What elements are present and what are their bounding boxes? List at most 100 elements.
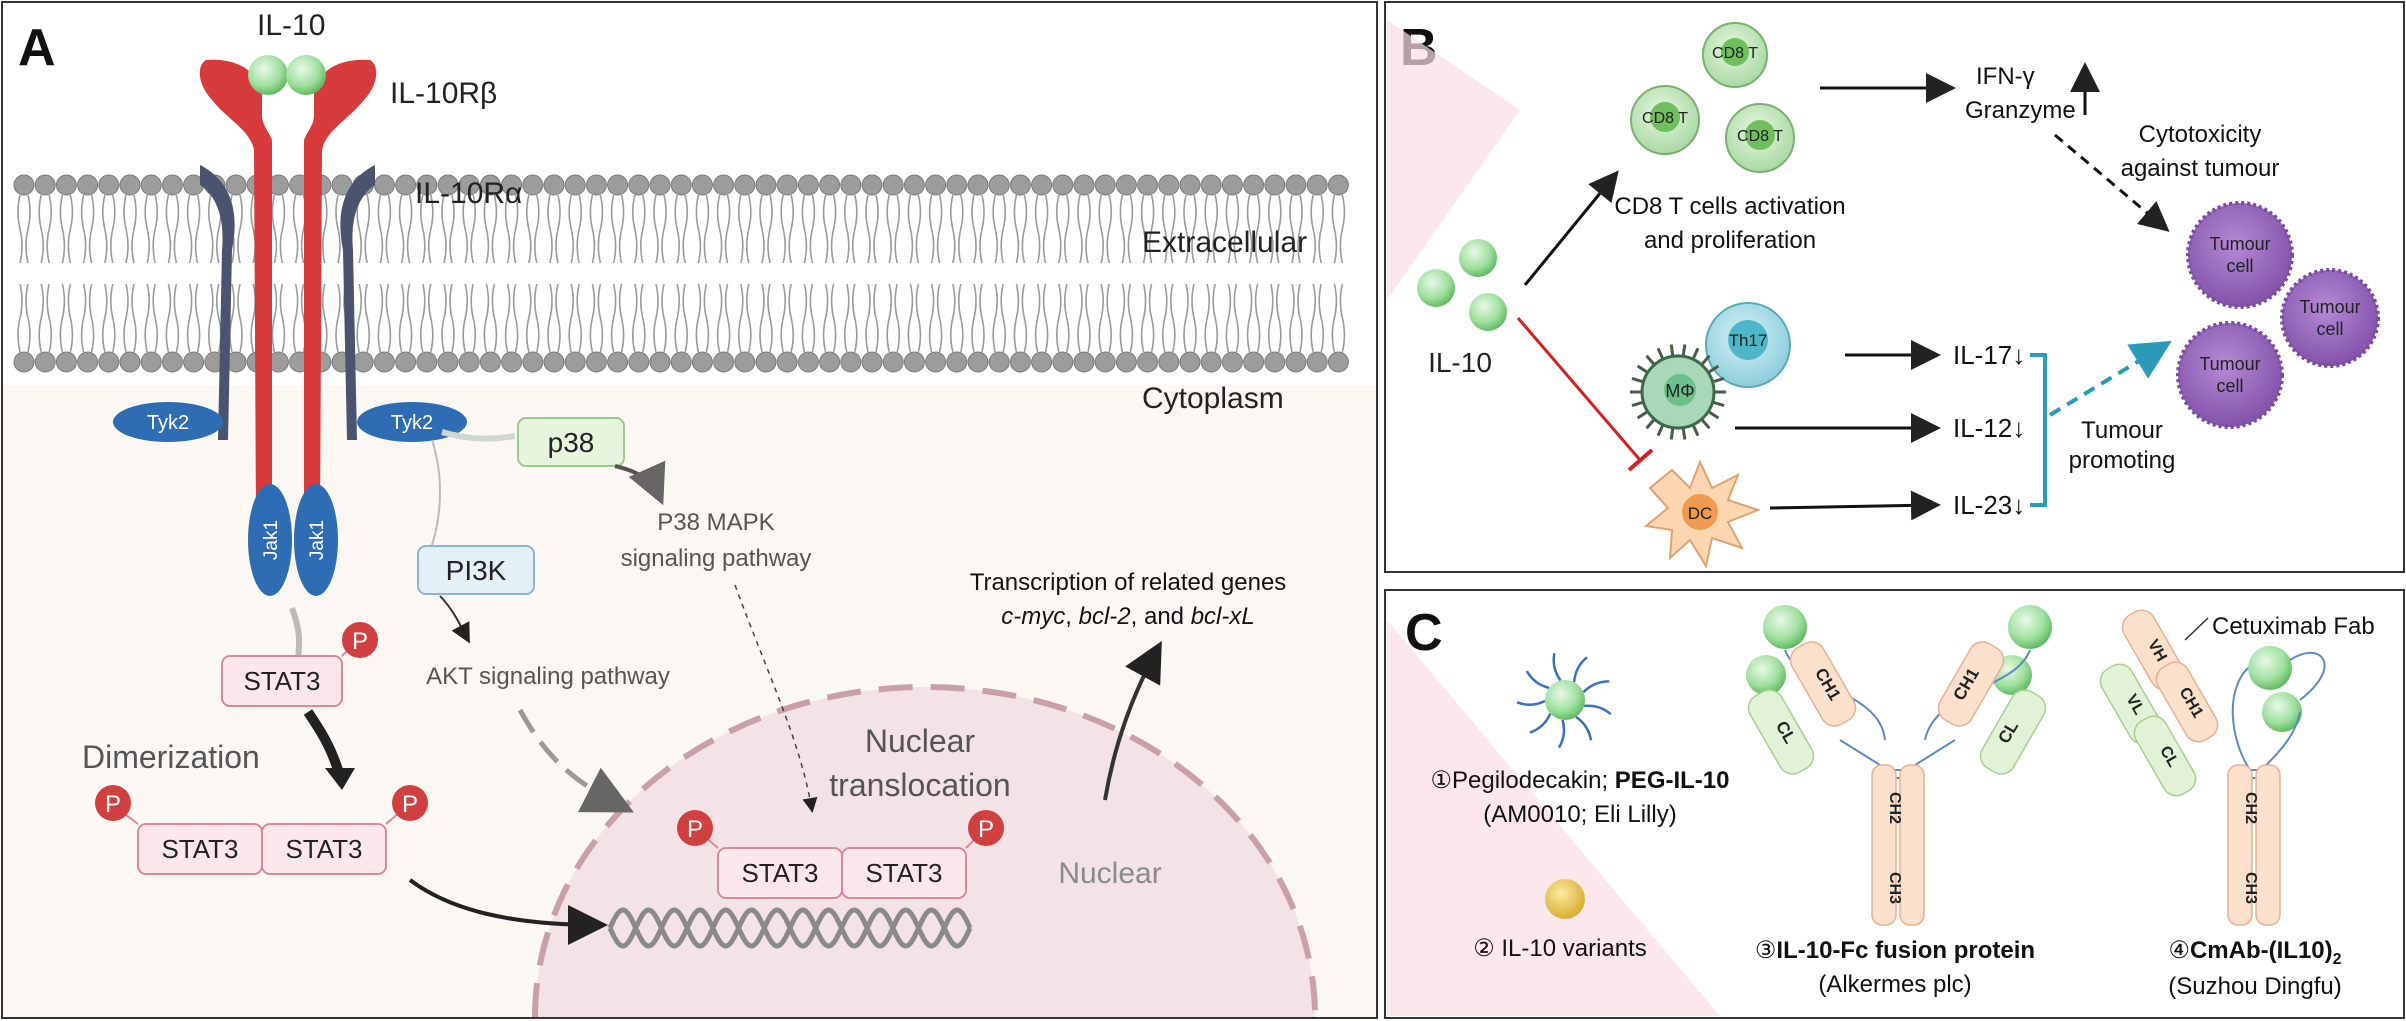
lipid-head	[734, 351, 756, 373]
lipid-tail	[1085, 283, 1091, 353]
lipid-head	[967, 351, 989, 373]
lipid-tail	[1148, 283, 1155, 353]
phospho-label: P	[105, 791, 121, 818]
lipid-head	[416, 351, 438, 373]
tumour-label-line2: cell	[2216, 376, 2243, 396]
lipid-tail	[271, 194, 278, 264]
lipid-tail	[1000, 194, 1006, 264]
lipid-tail	[88, 283, 95, 353]
tyk2-left	[113, 402, 223, 442]
tumour-cell: Tumour cell	[2176, 321, 2284, 429]
il10-cd8-arrow	[1523, 170, 1619, 286]
lipid-head	[1073, 351, 1095, 373]
lipid-tail	[767, 283, 773, 353]
phospho-label: P	[402, 791, 418, 818]
lipid-tail	[830, 283, 837, 353]
il10-fc-antibody: CL CH1 CL CH1 CH2 CH3	[1746, 605, 2052, 926]
lipid-tail	[1318, 194, 1324, 264]
il10-label: IL-10	[1428, 347, 1492, 378]
fc-bold-name: IL-10-Fc fusion protein	[1776, 937, 2035, 964]
lipid-head	[1306, 351, 1328, 373]
lipid-tail	[110, 194, 116, 264]
lipid-head	[564, 351, 586, 373]
lipid-tail	[237, 194, 243, 264]
lipid-tail	[17, 194, 23, 264]
lipid-tail	[364, 283, 370, 353]
gene-bcl2: bcl-2	[1079, 603, 1131, 630]
lipid-head	[140, 174, 162, 196]
panel-a: A Extracellular Cytoplasm IL-10 IL-10Rβ …	[1, 1, 1378, 1019]
lipid-tail	[186, 283, 193, 353]
cmab-bold-name: CmAb-(IL10)	[2190, 937, 2333, 964]
lipid-head	[713, 174, 735, 196]
item-number: ①	[1431, 767, 1453, 794]
tyk2-right-label: Tyk2	[391, 412, 433, 434]
lipid-tail	[194, 283, 201, 353]
lipid-head	[1221, 351, 1243, 373]
p38-label: p38	[548, 427, 595, 458]
lipid-tail	[279, 283, 286, 353]
lipid-head	[713, 351, 735, 373]
lipid-tail	[534, 194, 540, 264]
lipid-head	[819, 351, 841, 373]
lipid-tail	[746, 194, 752, 264]
extracellular-label: Extracellular	[1142, 226, 1307, 259]
lipid-head	[840, 351, 862, 373]
lipid-head	[522, 351, 544, 373]
lipid-tail	[1212, 194, 1218, 264]
lipid-tail	[661, 283, 667, 353]
lipid-tail	[322, 283, 328, 353]
lipid-tail	[809, 283, 816, 353]
lipid-tail	[1204, 283, 1210, 353]
lipid-tail	[1246, 194, 1253, 264]
stat3-dimer-right-label: STAT3	[285, 834, 362, 864]
lipid-tail	[59, 283, 66, 353]
lipid-tail	[894, 194, 900, 264]
il10-label: IL-10	[257, 9, 325, 42]
domain-ch2: CH2	[2242, 792, 2259, 824]
lipid-head	[988, 351, 1010, 373]
peg-name: Pegilodecakin;	[1452, 767, 1615, 794]
lipid-tail	[17, 283, 23, 353]
lipid-tail	[335, 283, 341, 353]
phospho-circle	[968, 810, 1004, 846]
lipid-tail	[958, 194, 964, 264]
lipid-tail	[865, 283, 871, 353]
lipid-tail	[1268, 283, 1274, 353]
cmab-il10-antibody: VH VL CH1 CL CH2 CH3	[2099, 609, 2326, 926]
lipid-tail	[830, 194, 837, 264]
lipid-tail	[194, 194, 201, 264]
lipid-tail	[1204, 194, 1210, 264]
lipid-tail	[229, 283, 235, 353]
lipid-head	[861, 351, 883, 373]
lipid-head	[1264, 174, 1286, 196]
lipid-head	[1115, 351, 1137, 373]
lipid-head	[776, 351, 798, 373]
lipid-head	[1243, 351, 1265, 373]
lipid-tail	[618, 283, 625, 353]
peg-chain	[1529, 713, 1552, 734]
lipid-tail	[462, 283, 468, 353]
lipid-head	[1200, 351, 1222, 373]
il17-label: IL-17↓	[1953, 340, 2025, 370]
lipid-tail	[1127, 283, 1134, 353]
jak1-right	[294, 484, 338, 596]
lipid-tail	[1162, 283, 1168, 353]
lipid-tail	[674, 283, 680, 353]
lipid-head	[458, 351, 480, 373]
lipid-tail	[173, 283, 180, 353]
lipid-tail	[534, 283, 540, 353]
lipid-tail	[1056, 283, 1062, 353]
lipid-head	[1179, 174, 1201, 196]
lipid-tail	[356, 283, 362, 353]
lipid-tail	[555, 194, 561, 264]
lipid-head	[13, 174, 35, 196]
il10r-alpha-right	[340, 165, 375, 440]
lipid-tail	[822, 194, 829, 264]
il10rb-label: IL-10Rβ	[390, 77, 497, 110]
lipid-tail	[632, 194, 638, 264]
lipid-tail	[992, 194, 998, 264]
lipid-head	[585, 351, 607, 373]
lipid-tail	[610, 283, 617, 353]
ifn-label: IFN-γ	[1976, 63, 2035, 90]
